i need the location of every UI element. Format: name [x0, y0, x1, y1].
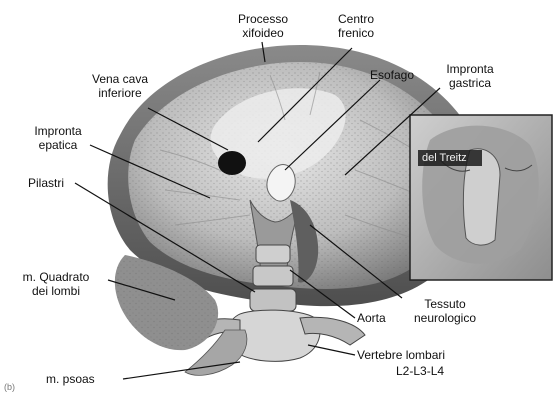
label-inset-text: del Treitz [422, 151, 467, 165]
inset-panel [410, 115, 552, 280]
label-esofago: Esofago [370, 68, 414, 82]
vena-cava-foramen [218, 151, 246, 175]
label-impronta-epatica: Impronta epatica [34, 124, 81, 152]
label-vertebre-levels: L2-L3-L4 [396, 364, 444, 378]
label-processo-xifoideo: Processo xifoideo [238, 12, 288, 40]
label-tessuto-neurologico: Tessuto neurologico [414, 297, 476, 325]
label-centro-frenico: Centro frenico [338, 12, 374, 40]
figure-mark: (b) [4, 380, 15, 394]
label-aorta: Aorta [357, 311, 386, 325]
label-pilastri: Pilastri [28, 176, 64, 190]
label-impronta-gastrica: Impronta gastrica [446, 62, 493, 90]
label-vena-cava-inferiore: Vena cava inferiore [92, 72, 148, 100]
label-vertebre-lombari: Vertebre lombari [357, 348, 445, 362]
label-quadrato-dei-lombi: m. Quadrato dei lombi [23, 270, 90, 298]
label-psoas: m. psoas [46, 372, 95, 386]
